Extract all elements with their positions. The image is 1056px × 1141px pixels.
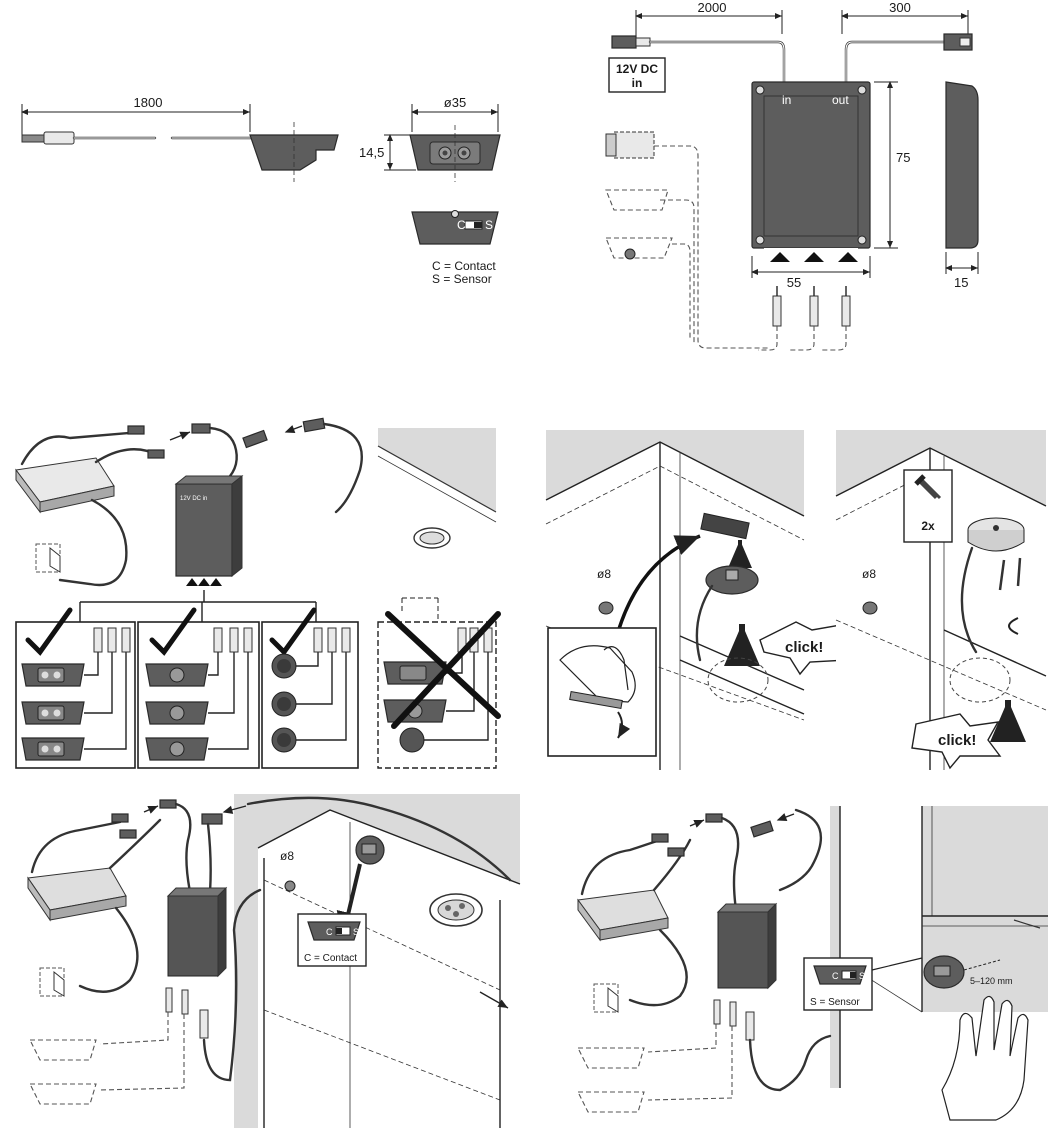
driver-box-front <box>751 81 871 249</box>
switch-c-mark: C <box>457 218 466 232</box>
driver-port-text: 12V DC in <box>180 496 207 502</box>
diameter-dim: ø35 <box>444 95 466 110</box>
power-label-box <box>608 57 666 93</box>
driver-box-b <box>167 895 219 977</box>
switch-bottom-view <box>411 211 499 245</box>
box-depth-dim: 15 <box>954 275 968 290</box>
callout-s: S <box>353 927 359 937</box>
sensor-dimensions-panel: 1800 ø35 14,5 C S C = C <box>21 95 501 286</box>
click-label-b: click! <box>938 732 976 749</box>
hand-icon <box>941 995 1029 1121</box>
driver-box-c <box>717 911 769 989</box>
out-cable-length-dim: 300 <box>889 0 911 15</box>
screw-qty-label: 2x <box>921 519 935 533</box>
cross-icon <box>385 611 501 729</box>
callout-contact-legend: C = Contact <box>304 953 357 964</box>
adhesive-pad <box>700 512 750 540</box>
mounting-panel-b: ø8 2x click! <box>835 430 1047 770</box>
round-switches <box>271 627 351 753</box>
hole-label: ø8 <box>280 849 294 863</box>
power-label-line1: 12V DC <box>616 62 658 76</box>
sensor-range-label: 5–120 mm <box>970 976 1013 986</box>
box-height-dim: 75 <box>896 150 910 165</box>
in-cable-length-dim: 2000 <box>698 0 727 15</box>
invalid-mix <box>383 611 501 753</box>
height-dim: 14,5 <box>359 145 384 160</box>
legend-sensor: S = Sensor <box>432 272 492 286</box>
switch-s-mark: S <box>485 218 493 232</box>
screw-qty-box <box>903 469 953 543</box>
callout-sensor-legend: S = Sensor <box>810 997 860 1008</box>
legend-contact: C = Contact <box>432 259 496 273</box>
port-in-label: in <box>782 93 791 107</box>
port-out-label: out <box>832 93 849 107</box>
output-jacks <box>758 286 851 351</box>
sensor-installation-panel: 5–120 mm C S S = Sensor <box>577 806 1048 1121</box>
sensor-switches <box>145 627 253 761</box>
hole-diameter-label: ø8 <box>597 567 611 581</box>
callout-c-b: C <box>832 971 839 981</box>
contact-installation-panel: ø8 C S C = Contact <box>27 794 521 1128</box>
check-icon <box>149 607 197 656</box>
click-label: click! <box>785 639 823 656</box>
check-icon <box>25 607 73 656</box>
in-connector <box>611 35 637 49</box>
power-label-line2: in <box>632 76 643 90</box>
driver-box <box>175 483 233 577</box>
switch-side-view <box>249 134 339 171</box>
check-icon <box>269 607 317 656</box>
jack-plug <box>21 134 45 143</box>
box-width-dim: 55 <box>787 275 801 290</box>
contact-switches <box>21 627 131 761</box>
hole-diameter-label-b: ø8 <box>862 567 876 581</box>
mounting-panel-a: ø8 click! <box>545 430 850 770</box>
wiring-compatibility-panel: 12V DC in <box>15 417 501 769</box>
cable-length-dim: 1800 <box>134 95 163 110</box>
callout-c: C <box>326 927 333 937</box>
callout-s-b: S <box>859 971 865 981</box>
driver-box-side <box>945 81 979 249</box>
driver-dimensions-panel: 2000 300 12V DC in in out <box>605 0 979 351</box>
